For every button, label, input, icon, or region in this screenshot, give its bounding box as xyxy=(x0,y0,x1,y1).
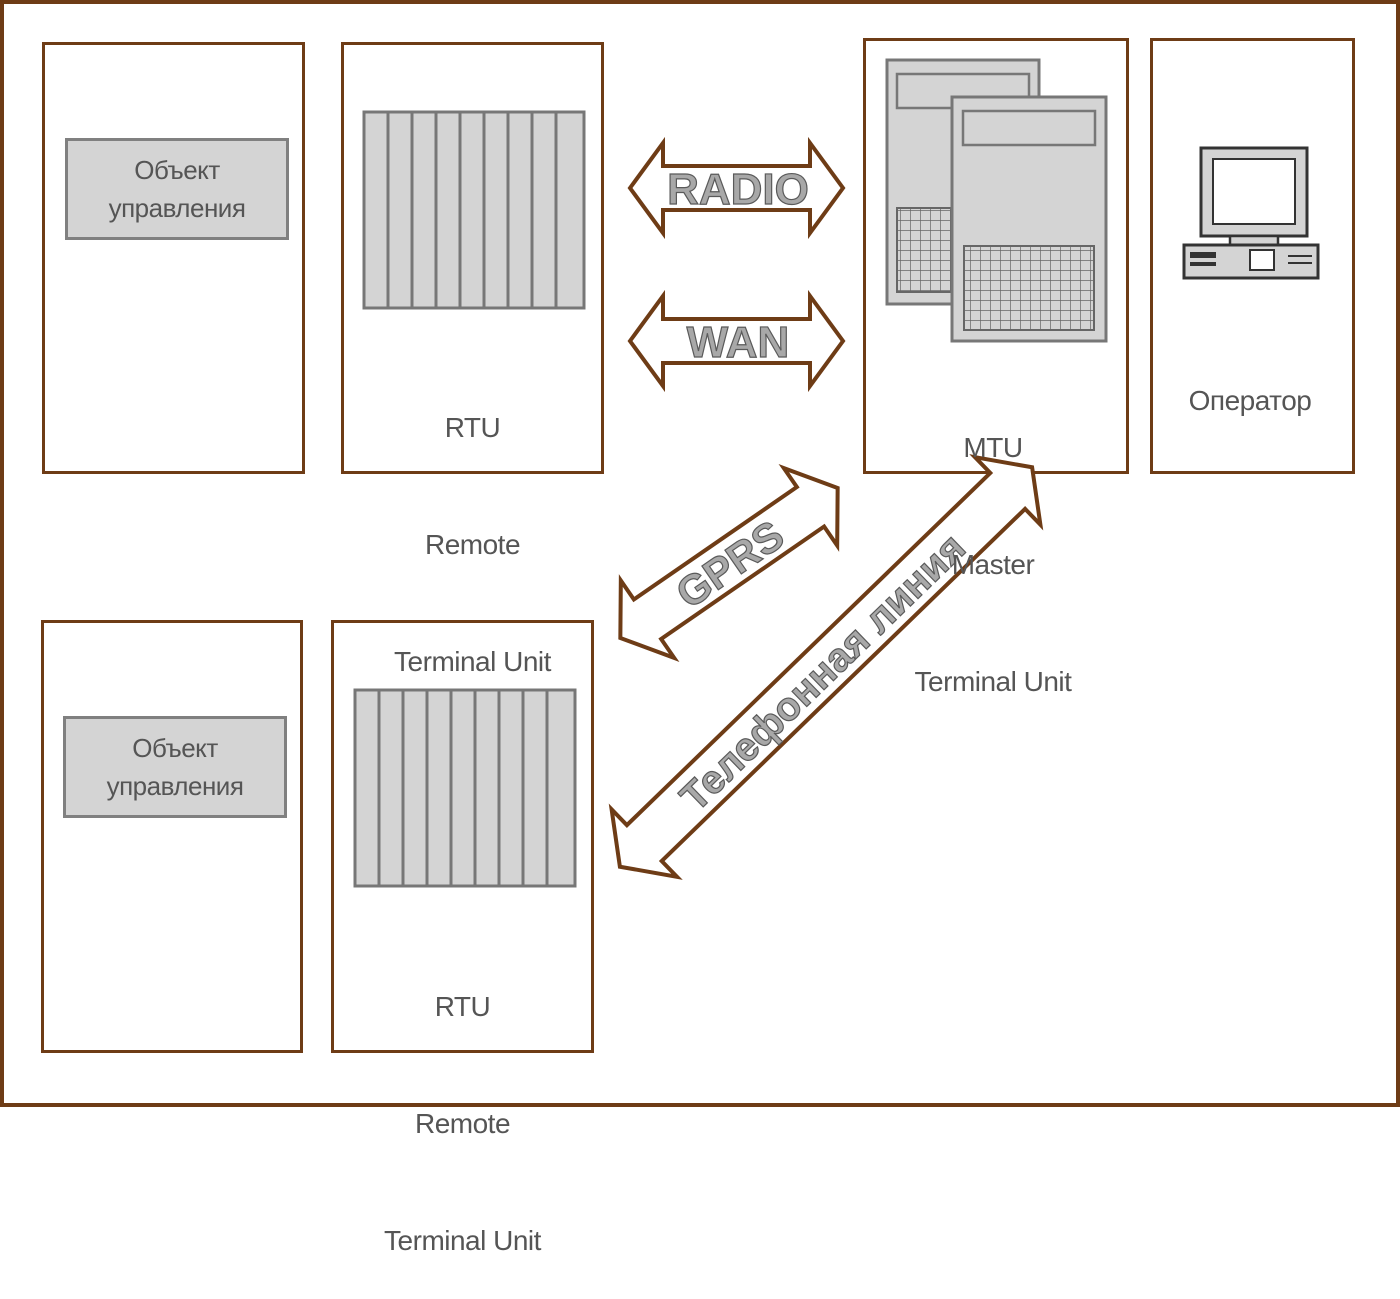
operator-text: Оператор xyxy=(1188,385,1312,416)
server-icon xyxy=(885,58,1108,343)
rtu-bottom-line2: Remote xyxy=(414,1108,511,1139)
control-object-bottom-line1: Объект xyxy=(132,733,218,763)
computer-icon xyxy=(1182,146,1320,280)
rtu-top-label: RTU Remote Terminal Unit xyxy=(341,330,604,720)
rtu-bottom-line3: Terminal Unit xyxy=(384,1225,541,1256)
mtu-label: MTU Master Terminal Unit xyxy=(860,350,1126,740)
mtu-line1: MTU xyxy=(963,432,1023,463)
double-arrow-icon xyxy=(627,136,846,240)
rtu-top-line1: RTU xyxy=(444,412,501,443)
control-object-top-line2: управления xyxy=(108,193,246,223)
control-object-top: Объект управления xyxy=(65,138,289,240)
control-object-bottom: Объект управления xyxy=(63,716,287,818)
rtu-bottom-line1: RTU xyxy=(434,991,491,1022)
operator-label: Оператор xyxy=(1150,303,1350,459)
radio-label: RADIO xyxy=(667,165,809,214)
double-arrow-icon xyxy=(627,289,846,393)
mtu-line2: Master xyxy=(951,549,1035,580)
rtu-bottom-label: RTU Remote Terminal Unit xyxy=(331,909,594,1299)
wan-label: WAN xyxy=(687,318,790,367)
rtu-top-line3: Terminal Unit xyxy=(394,646,551,677)
diagram-frame xyxy=(0,0,1400,1107)
control-object-bottom-line2: управления xyxy=(106,771,244,801)
rtu-top-line2: Remote xyxy=(424,529,521,560)
rack-icon xyxy=(353,688,577,888)
mtu-line3: Terminal Unit xyxy=(914,666,1072,697)
control-object-panel-top: Объект управления xyxy=(42,42,305,474)
control-object-top-line1: Объект xyxy=(134,155,220,185)
diagram-graphics: RADIO WAN GPRS Телефонная линия xyxy=(353,58,1320,888)
control-object-panel-bottom: Объект управления xyxy=(41,620,303,1053)
rack-icon xyxy=(362,110,586,310)
